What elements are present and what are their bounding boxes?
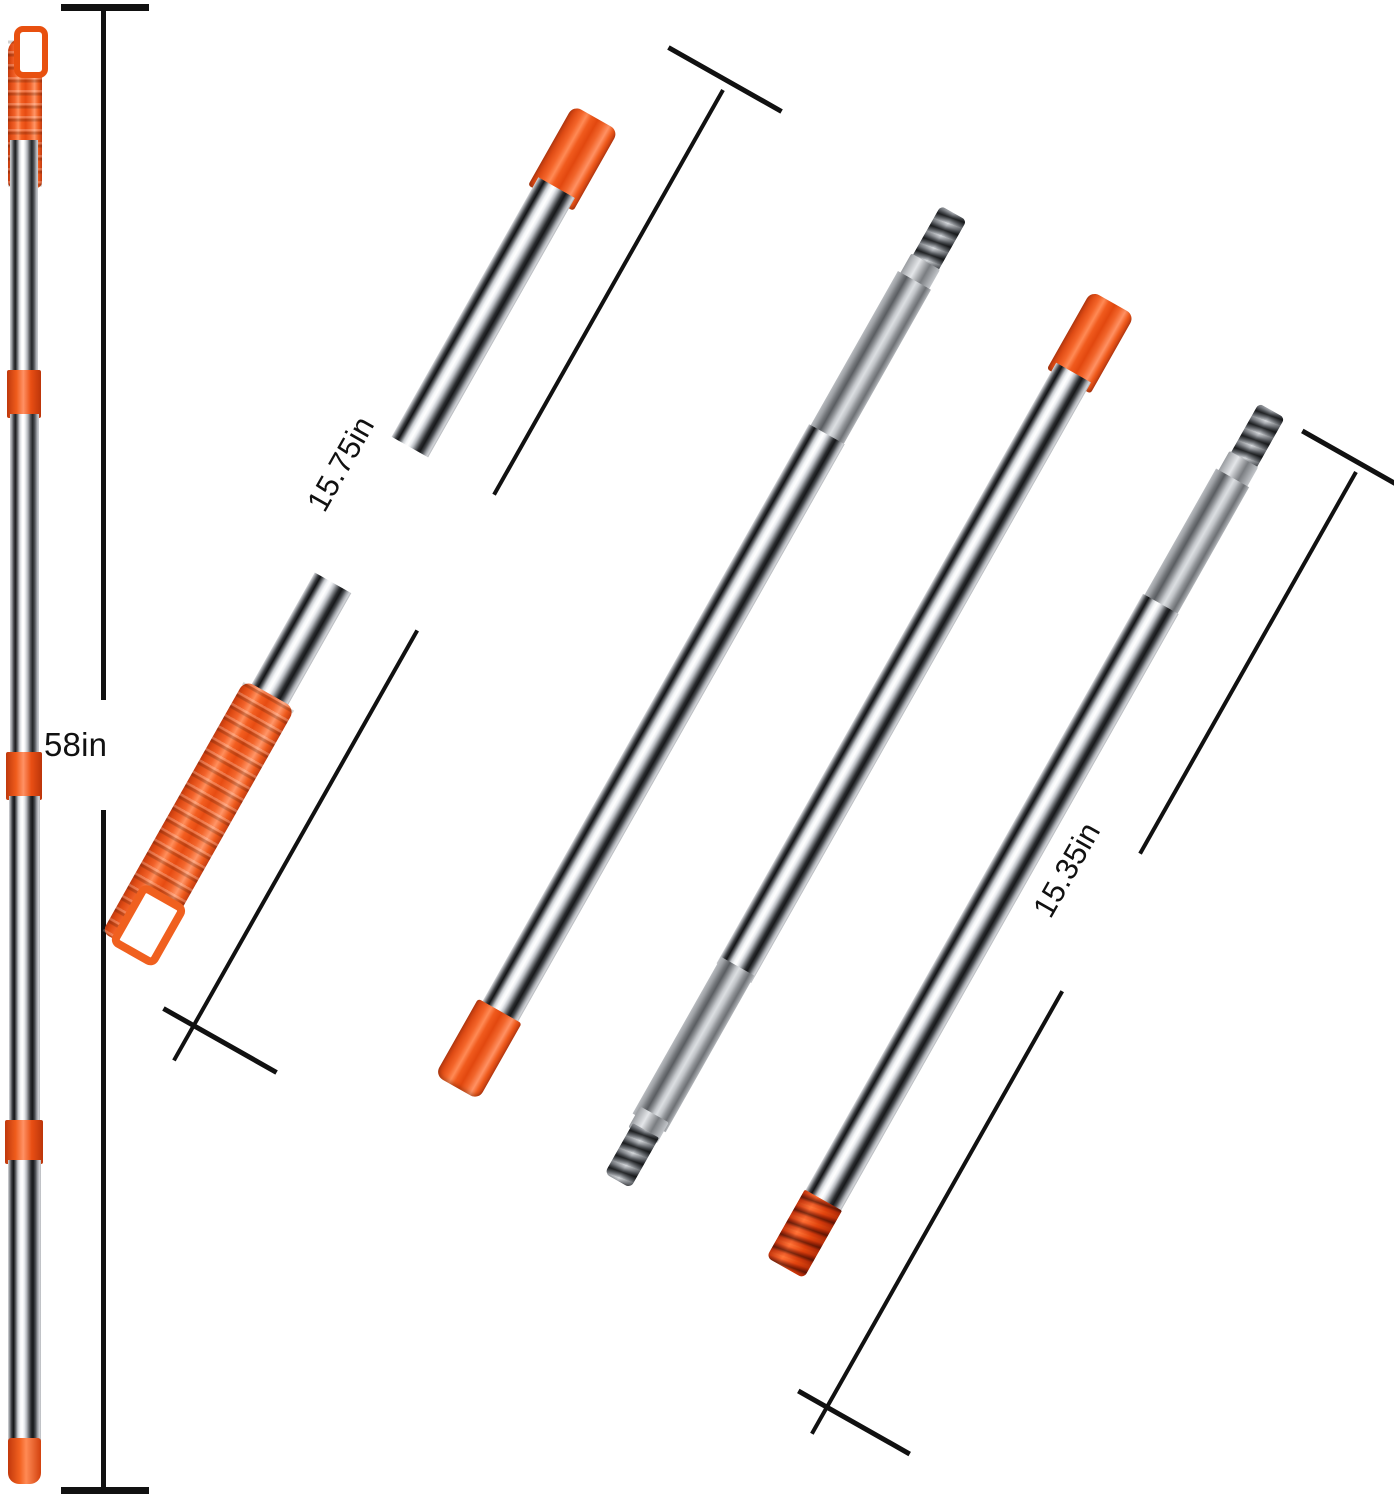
pole-segment-upper: [10, 140, 38, 390]
dimension-label-gap: [86, 700, 122, 810]
pole-1-tube: [246, 177, 575, 714]
pole-segment-lower: [9, 796, 40, 1124]
pole-foot: [8, 1438, 41, 1484]
pole-segment-middle: [10, 414, 39, 756]
pole-collar-1: [7, 370, 41, 418]
pole-collar-3: [5, 1120, 43, 1164]
dimension-tick-15-75-top: [667, 45, 783, 114]
dimension-label-58in: 58in: [44, 726, 108, 763]
pole-collar-2: [6, 752, 42, 800]
pole-3-frost-tube: [632, 956, 755, 1133]
pole-2-frost-tube: [808, 271, 931, 449]
dimension-tick-15-75-bottom: [162, 1006, 278, 1075]
pole-segment-bottom: [8, 1160, 41, 1445]
dimension-tick-15-35-bottom: [797, 1388, 911, 1457]
pole-2-tube: [479, 424, 845, 1028]
dimension-tick-top: [61, 4, 149, 11]
pole-3-threaded-tip: [604, 1122, 660, 1189]
dimension-tick-bottom: [61, 1487, 149, 1494]
pole-4-frost-tube: [1142, 468, 1250, 618]
hanging-loop: [14, 26, 48, 78]
